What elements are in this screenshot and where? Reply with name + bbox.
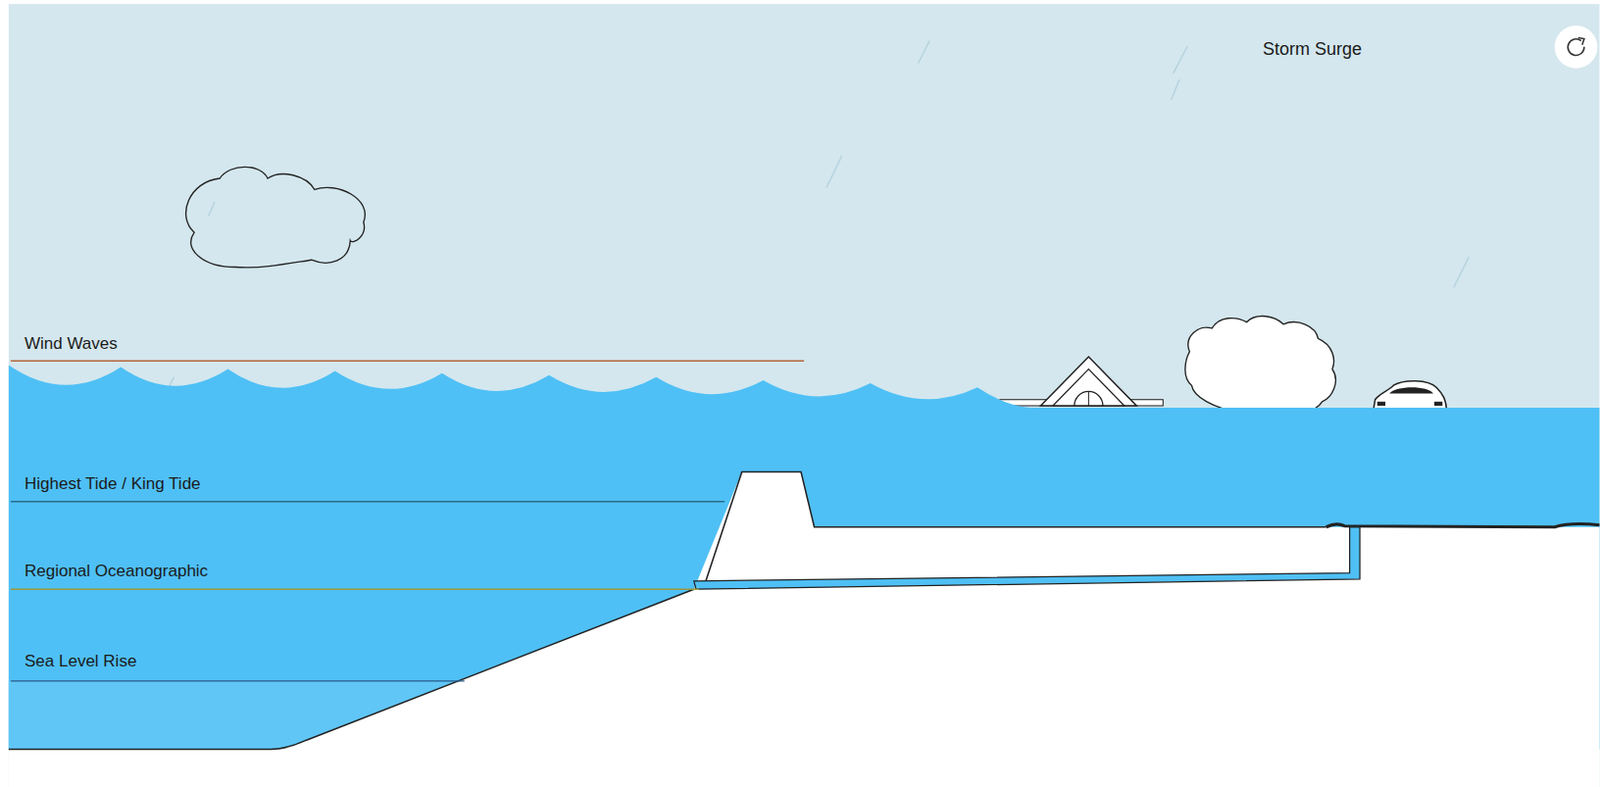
sea-level-line [10,680,465,682]
king-tide-line [10,500,725,502]
level-label: Sea Level Rise [24,651,137,672]
house [1000,356,1163,406]
diagram-title: Storm Surge [1262,39,1362,60]
regional-line [10,589,700,591]
seawall-outline [8,472,1327,750]
cloud [186,166,366,268]
level-label: Wind Waves [24,334,118,354]
tree [1185,316,1336,418]
ground [8,472,1600,787]
refresh-icon [1554,25,1599,69]
road [1326,524,1600,528]
drain-pipe [694,527,1360,590]
car [1373,381,1448,412]
level-label: Regional Oceanographic [24,561,208,582]
wind-waves-line [10,360,804,362]
sky [8,3,1600,787]
level-label: Highest Tide / King Tide [24,474,201,495]
